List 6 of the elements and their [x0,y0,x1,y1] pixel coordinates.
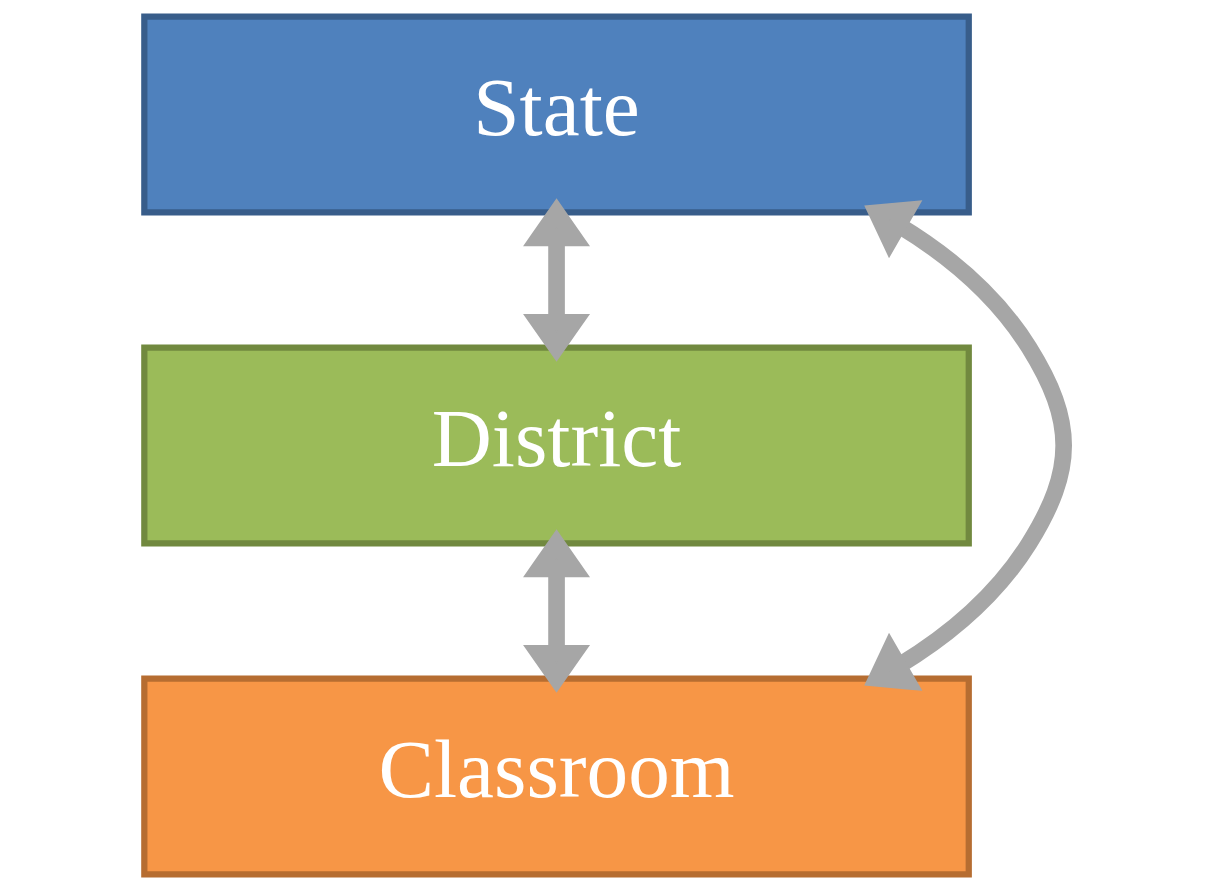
node-box: State [140,13,972,216]
arrow [522,529,590,693]
arrow [522,198,590,362]
arrow [863,200,1072,691]
node-box: District [140,344,972,547]
node-box: Classroom [140,675,972,878]
